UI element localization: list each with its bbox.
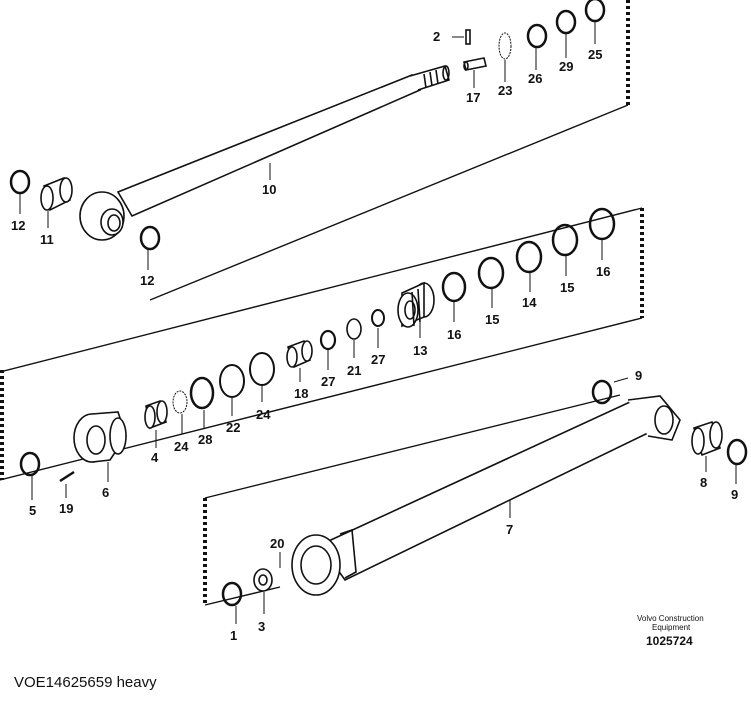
callout-24: 24 (256, 407, 271, 422)
callout-27: 27 (371, 352, 385, 367)
callout-labels: 2 17 23 26 29 25 10 12 11 12 16 15 14 15… (11, 29, 738, 643)
callout-2: 2 (433, 29, 440, 44)
leader-lines (19, 22, 737, 624)
frame-mid-topline (0, 207, 643, 373)
callout-8: 8 (700, 475, 707, 490)
callout-29: 29 (559, 59, 573, 74)
callout-3: 3 (258, 619, 265, 634)
bushing-4 (144, 399, 168, 430)
callout-24b: 24 (174, 439, 189, 454)
callout-16b: 16 (447, 327, 461, 342)
callout-22: 22 (226, 420, 240, 435)
callout-12: 12 (11, 218, 25, 233)
callout-18: 18 (294, 386, 308, 401)
grease-nipple (463, 29, 487, 71)
piston-13 (397, 281, 435, 328)
brand-line-1: Volvo Construction (637, 614, 704, 623)
nut-3 (253, 568, 273, 592)
callout-20: 20 (270, 536, 284, 551)
callout-16: 16 (596, 264, 610, 279)
brand-line-2: Equipment (652, 623, 691, 632)
callout-7: 7 (506, 522, 513, 537)
callout-13: 13 (413, 343, 427, 358)
callout-10: 10 (262, 182, 276, 197)
callout-12b: 12 (140, 273, 154, 288)
bolt-19 (59, 470, 75, 483)
callout-4: 4 (151, 450, 159, 465)
callout-23: 23 (498, 83, 512, 98)
cylinder-barrel (291, 395, 681, 596)
image-caption: VOE14625659 heavy (14, 674, 157, 691)
frame-top-line (149, 104, 629, 301)
callout-26: 26 (528, 71, 542, 86)
callout-11: 11 (40, 232, 54, 247)
callout-19: 19 (59, 501, 73, 516)
bushing-11 (40, 176, 73, 212)
callout-27b: 27 (321, 374, 335, 389)
callout-28: 28 (198, 432, 212, 447)
piston-rod (79, 65, 450, 241)
cylinder-head-6 (73, 411, 127, 463)
callout-6: 6 (102, 485, 109, 500)
frame-bottom-bottomline (204, 586, 281, 606)
drawing-number: 1025724 (646, 634, 693, 648)
callout-5: 5 (29, 503, 36, 518)
callout-9b: 9 (731, 487, 738, 502)
callout-9: 9 (635, 368, 642, 383)
callout-25: 25 (588, 47, 602, 62)
callout-17: 17 (466, 90, 480, 105)
callout-15b: 15 (485, 312, 499, 327)
callout-1: 1 (230, 628, 237, 643)
callout-21: 21 (347, 363, 361, 378)
bushing-8 (691, 420, 723, 457)
frame-bottom-topline (204, 394, 621, 499)
callout-15: 15 (560, 280, 574, 295)
spacer-18 (286, 339, 313, 369)
callout-14: 14 (522, 295, 537, 310)
